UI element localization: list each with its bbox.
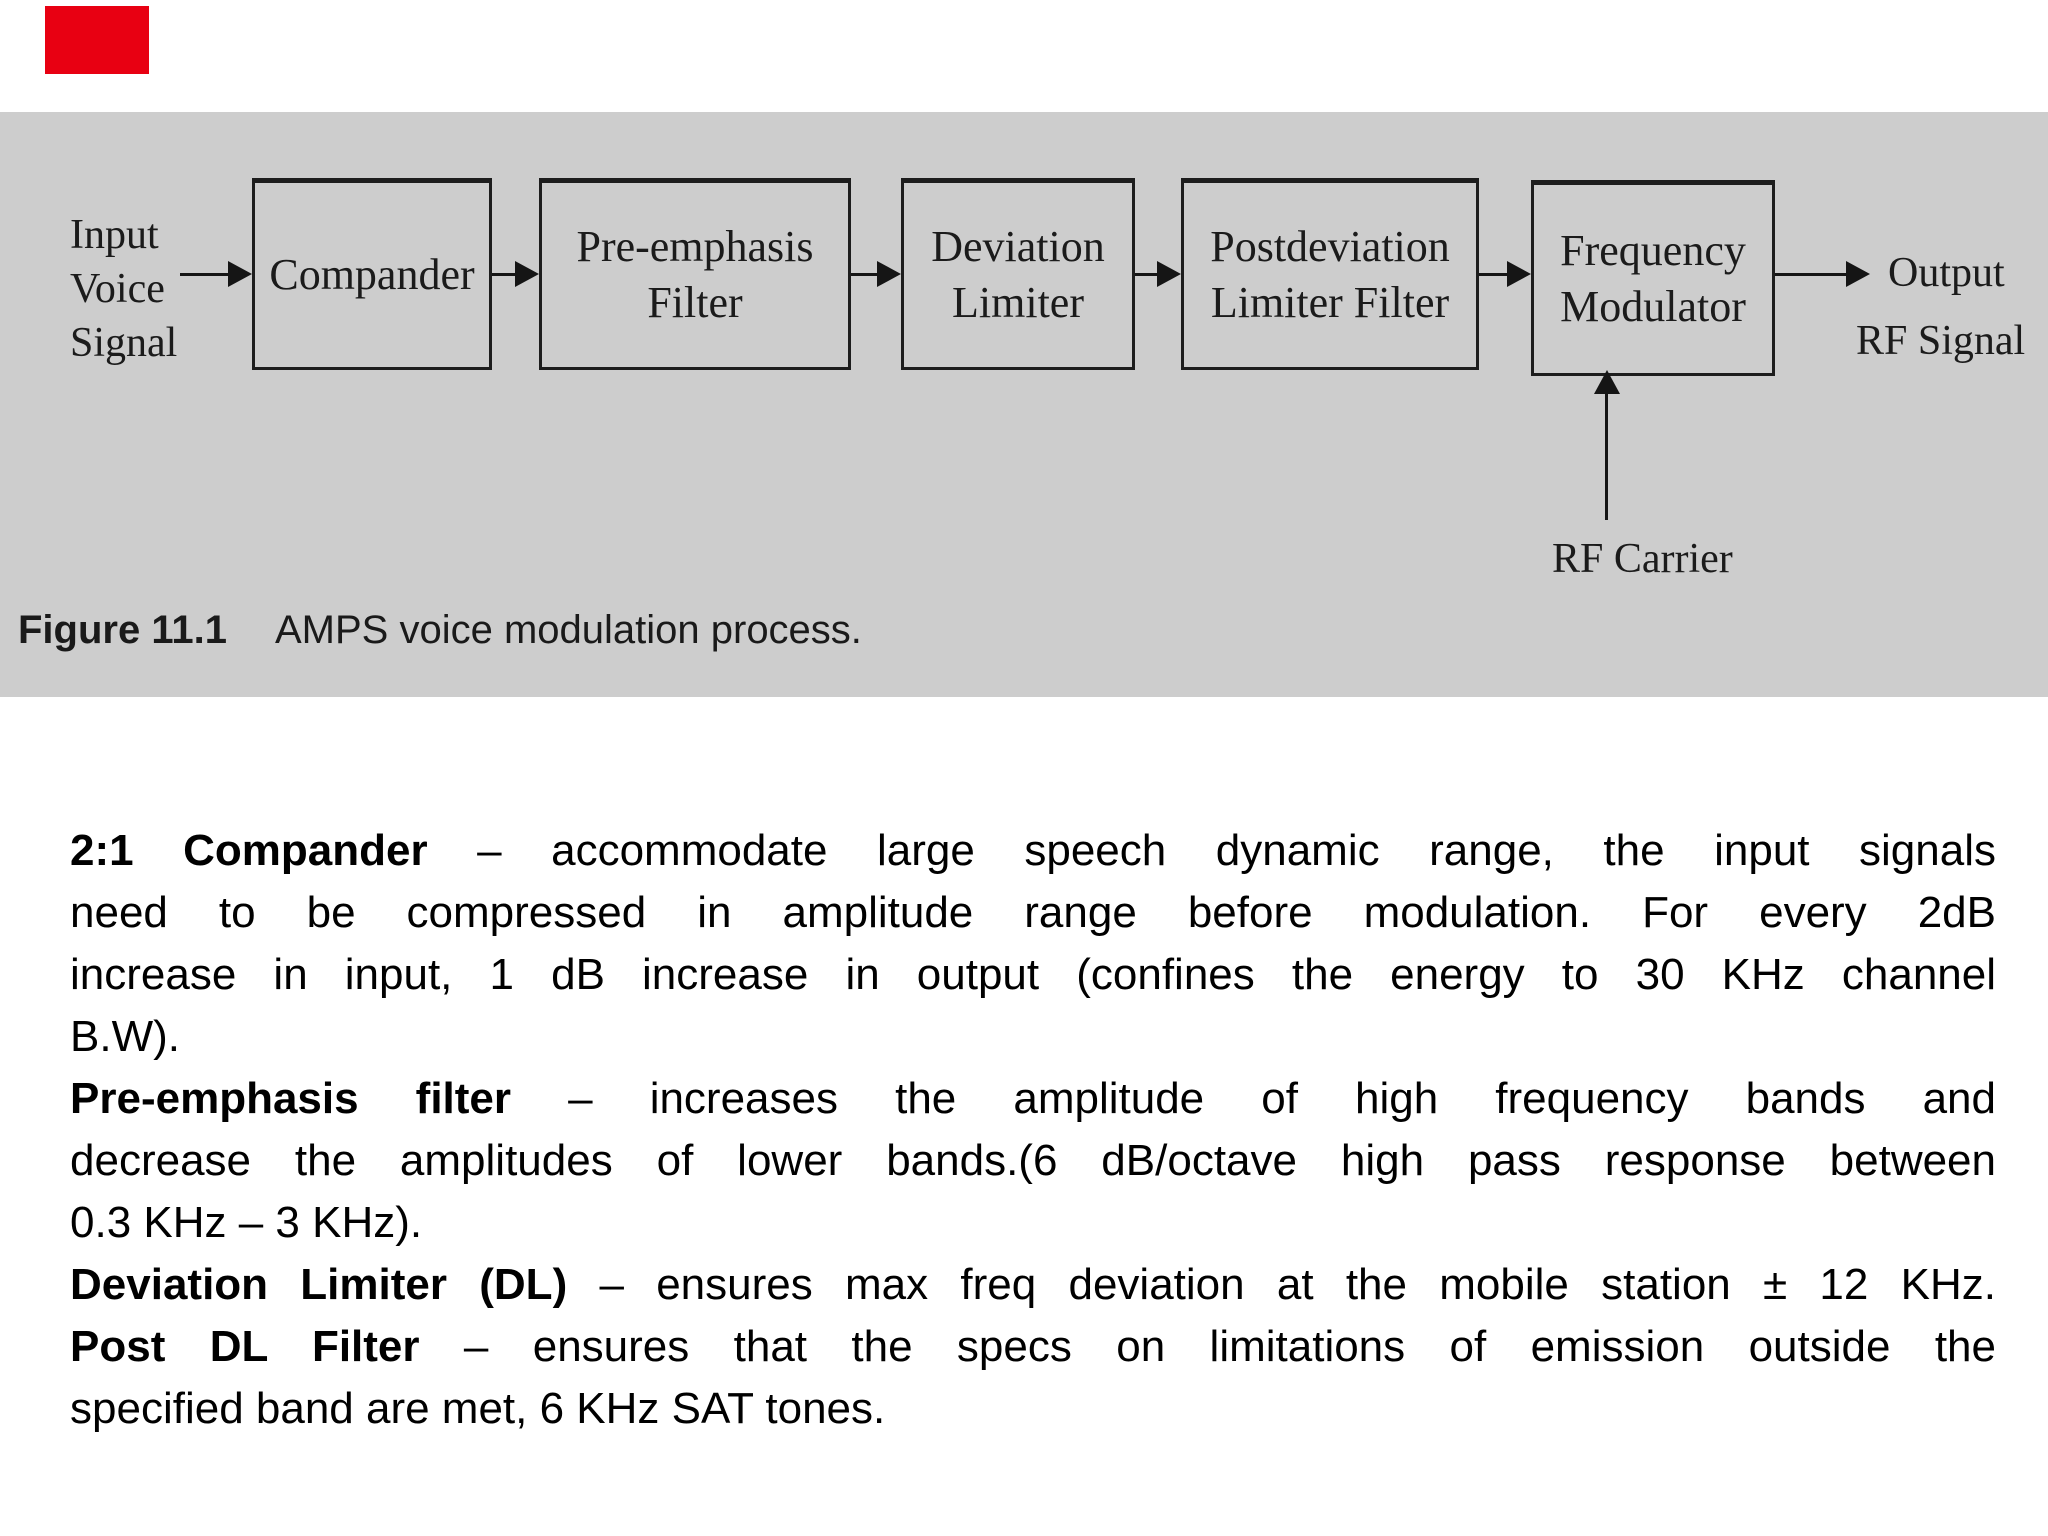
arrow-head-icon: [877, 261, 901, 287]
note-text: 0.3 KHz – 3 KHz).: [70, 1198, 423, 1247]
input-label-line: Input: [70, 212, 159, 258]
arrow-head-icon: [1846, 261, 1870, 287]
arrow-line: [1775, 273, 1846, 276]
note-text: decrease the amplitudes of lower bands.(…: [70, 1136, 1996, 1185]
block-postdeviation-limiter-filter: Postdeviation Limiter Filter: [1181, 178, 1479, 370]
note-line: need to be compressed in amplitude range…: [70, 882, 1996, 944]
note-line: specified band are met, 6 KHz SAT tones.: [70, 1378, 1996, 1440]
arrow-line: [851, 273, 877, 276]
note-text: – increases the amplitude of high freque…: [568, 1074, 1996, 1123]
arrow-line: [492, 273, 515, 276]
note-line: Deviation Limiter (DL) – ensures max fre…: [70, 1254, 1996, 1316]
note-term: Post DL Filter: [70, 1322, 420, 1371]
block-compander: Compander: [252, 178, 492, 370]
input-label-line: Signal: [70, 320, 178, 366]
arrow-head-icon: [1507, 261, 1531, 287]
note-text: need to be compressed in amplitude range…: [70, 888, 1996, 937]
block-deviation-limiter: Deviation Limiter: [901, 178, 1135, 370]
note-text: B.W).: [70, 1012, 180, 1061]
note-line: B.W).: [70, 1006, 1996, 1068]
note-text: – ensures max freq deviation at the mobi…: [599, 1260, 1996, 1309]
input-signal-label: Input Voice Signal: [70, 208, 177, 370]
note-text: – accommodate large speech dynamic range…: [477, 826, 1996, 875]
note-line: 2:1 Compander – accommodate large speech…: [70, 820, 1996, 882]
note-term: Pre-emphasis filter: [70, 1074, 512, 1123]
notes: 2:1 Compander – accommodate large speech…: [70, 820, 1996, 1440]
caption-figure-number: Figure 11.1: [18, 608, 227, 652]
note-term: Deviation Limiter (DL): [70, 1260, 568, 1309]
rf-carrier-label: RF Carrier: [1552, 536, 1733, 582]
note-term: 2:1 Compander: [70, 826, 428, 875]
arrow-head-icon: [1594, 370, 1620, 394]
note-line: 0.3 KHz – 3 KHz).: [70, 1192, 1996, 1254]
block-pre-emphasis-filter: Pre-emphasis Filter: [539, 178, 851, 370]
output-signal-label-line2: RF Signal: [1856, 318, 2026, 364]
red-marker: [45, 6, 149, 74]
arrow-line: [1605, 392, 1608, 520]
note-text: – ensures that the specs on limitations …: [463, 1322, 1996, 1371]
note-line: increase in input, 1 dB increase in outp…: [70, 944, 1996, 1006]
note-line: Post DL Filter – ensures that the specs …: [70, 1316, 1996, 1378]
arrow-head-icon: [515, 261, 539, 287]
note-text: specified band are met, 6 KHz SAT tones.: [70, 1384, 886, 1433]
block-frequency-modulator: Frequency Modulator: [1531, 180, 1775, 376]
note-line: decrease the amplitudes of lower bands.(…: [70, 1130, 1996, 1192]
figure-caption: Figure 11.1 AMPS voice modulation process…: [18, 608, 862, 653]
arrow-line: [1135, 273, 1157, 276]
note-line: Pre-emphasis filter – increases the ampl…: [70, 1068, 1996, 1130]
arrow-line: [180, 273, 228, 276]
input-label-line: Voice: [70, 266, 165, 312]
figure-panel: Input Voice Signal Compander Pre-emphasi…: [0, 112, 2048, 697]
arrow-head-icon: [228, 261, 252, 287]
arrow-head-icon: [1157, 261, 1181, 287]
arrow-line: [1479, 273, 1507, 276]
output-signal-label-line1: Output: [1888, 250, 2005, 296]
note-text: increase in input, 1 dB increase in outp…: [70, 950, 1996, 999]
caption-text: AMPS voice modulation process.: [274, 608, 862, 652]
